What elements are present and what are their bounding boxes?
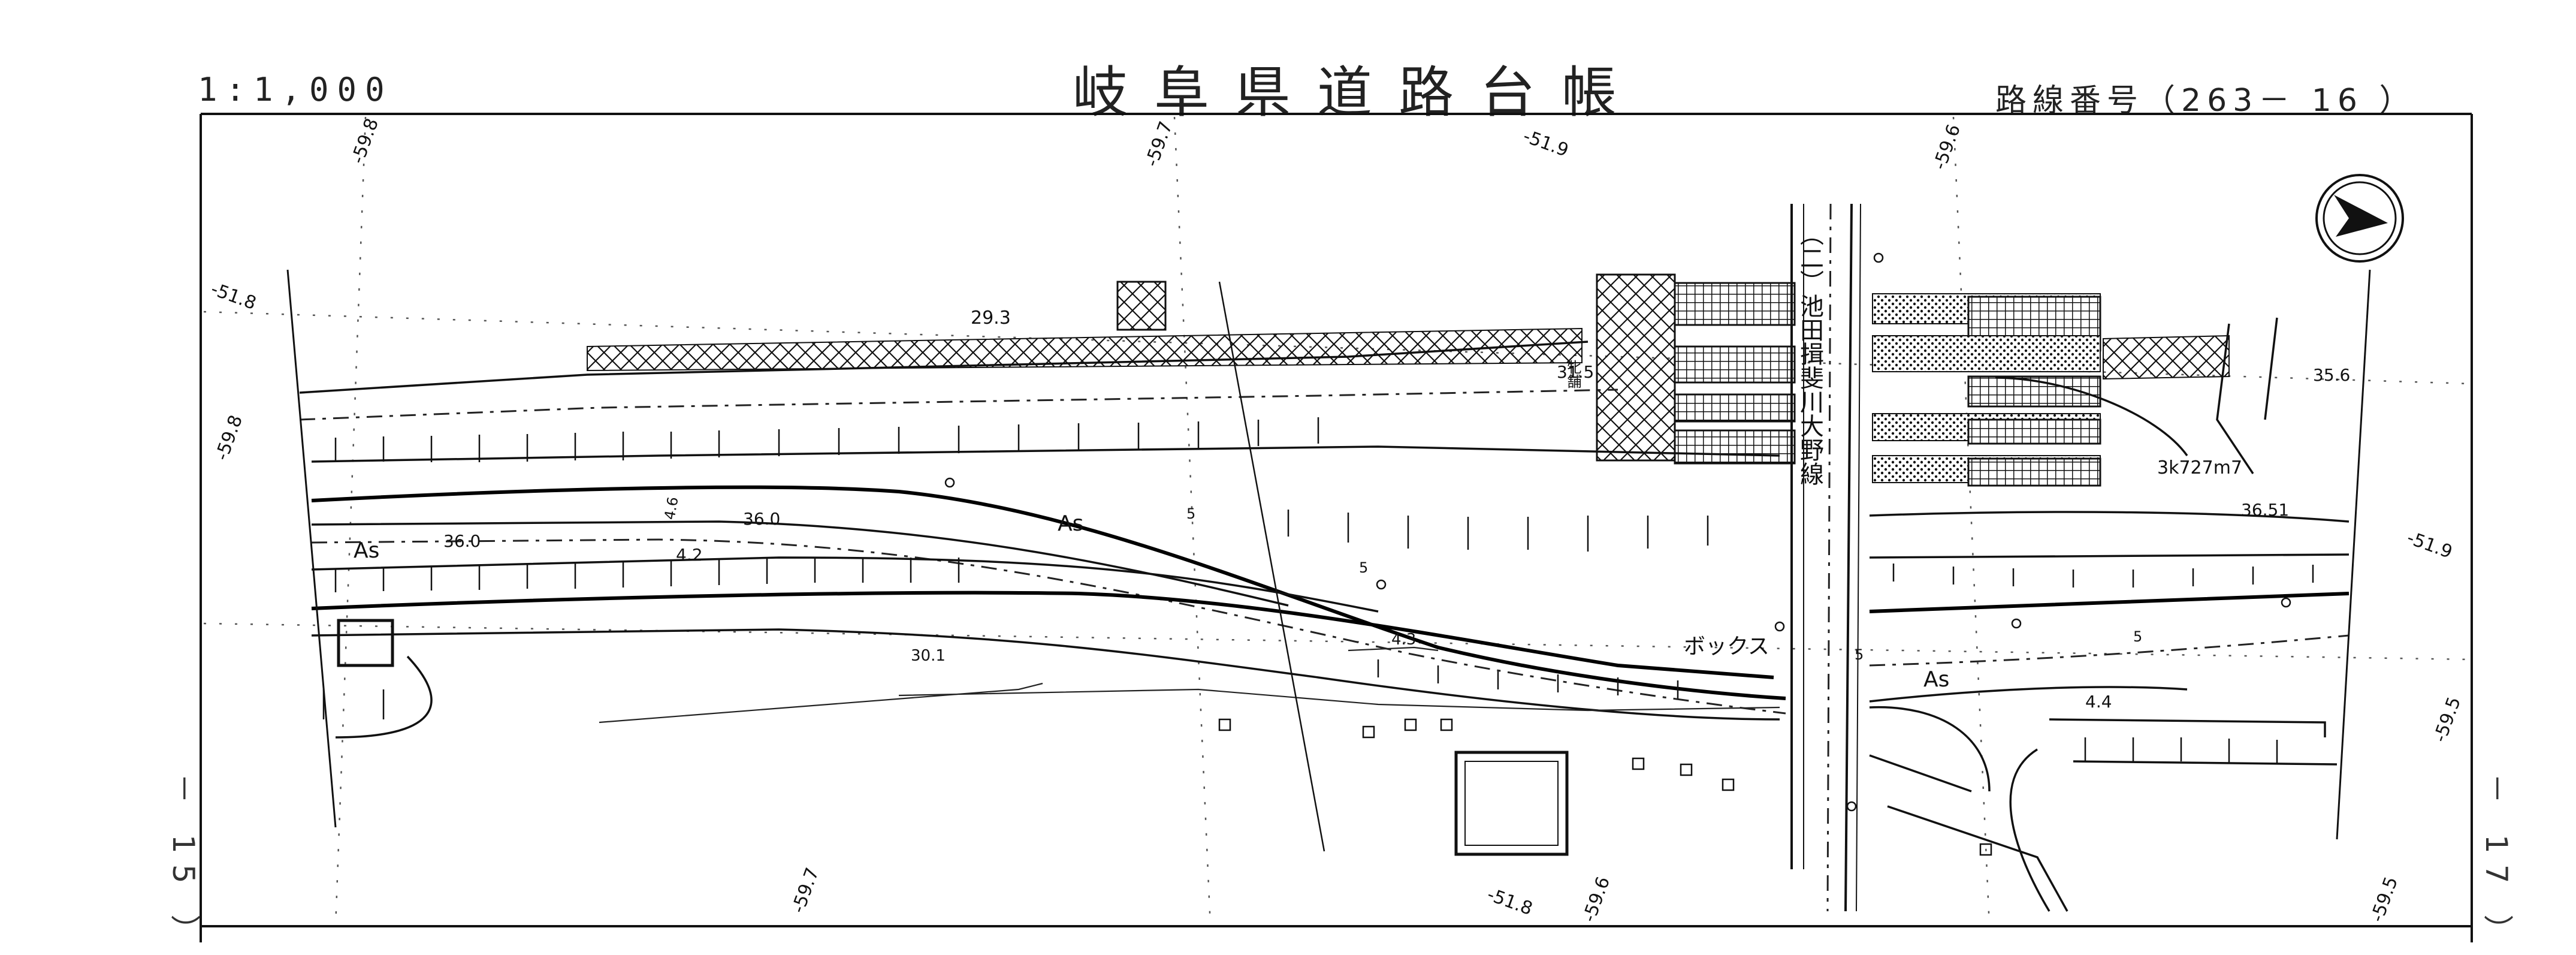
elevation-label: 4.4	[2085, 692, 2112, 712]
width-label: 5	[1186, 505, 1195, 522]
main-road	[299, 317, 2349, 912]
grid-label: -59.5	[2367, 874, 2402, 925]
surface-label: As	[1058, 511, 1083, 536]
boundary-lines	[286, 269, 2371, 852]
grid-label: -51.9	[2404, 528, 2455, 563]
grid-label: -59.8	[212, 412, 247, 463]
grid-label: -59.6	[1579, 874, 1614, 925]
sheet-frame	[200, 113, 2473, 942]
right-sheet-ref: － 17 ）	[2479, 773, 2514, 955]
hatched-areas	[587, 273, 2230, 462]
width-label: 5	[1855, 646, 1864, 663]
elevation-label: 36.0	[743, 509, 780, 529]
crossing-road	[1790, 203, 1861, 912]
elevation-label: 36.51	[2241, 500, 2289, 520]
width-label: 5	[2133, 628, 2142, 645]
slope-ticks	[322, 417, 2314, 764]
building-blocks	[337, 282, 2101, 856]
elevation-label: 30.1	[911, 647, 946, 665]
grid-label: -51.9	[1520, 126, 1571, 161]
road-name-label: （二）池田揖斐川大野線	[1796, 222, 1824, 486]
building-label: 牝舗	[1565, 360, 1581, 388]
grid-label: -59.6	[1929, 122, 1965, 173]
width-label: 5	[1359, 559, 1368, 576]
grid-label: -59.8	[348, 116, 383, 167]
elevation-label: 4.2	[676, 545, 703, 565]
width-label: 4.6	[661, 496, 681, 521]
grid-label: -59.5	[2430, 694, 2465, 745]
distance-marker: 3k727m7	[2157, 457, 2242, 478]
utility-symbols	[944, 252, 2291, 856]
map-scale: 1:1,000	[198, 71, 393, 109]
grid-label: -51.8	[1484, 884, 1535, 920]
grid-label: -51.8	[208, 279, 259, 314]
surface-label: As	[354, 538, 379, 563]
grid-label: -59.7	[788, 865, 823, 916]
elevation-label: 35.6	[2313, 365, 2350, 385]
coordinate-grid	[203, 116, 2469, 927]
grid-label: -59.7	[1141, 119, 1177, 170]
elevation-label: 36.0	[443, 531, 481, 551]
grid-labels: -59.8 -59.7 -51.9 -59.6 -51.8 -59.8 -51.…	[208, 116, 2465, 925]
culvert-label: ボックス	[1684, 634, 1769, 659]
elevation-label: 29.3	[971, 308, 1011, 329]
map-labels: 29.3 31.5 36.0 36.0 4.2 30.1 4.3 35.6 36…	[354, 222, 2350, 712]
elevation-label: 31.5	[1557, 362, 1594, 382]
surface-label: As	[1923, 667, 1949, 692]
elevation-label: 4.3	[1391, 631, 1416, 649]
left-sheet-ref: － 15 ）	[166, 773, 201, 955]
north-arrow-icon	[2315, 174, 2404, 263]
